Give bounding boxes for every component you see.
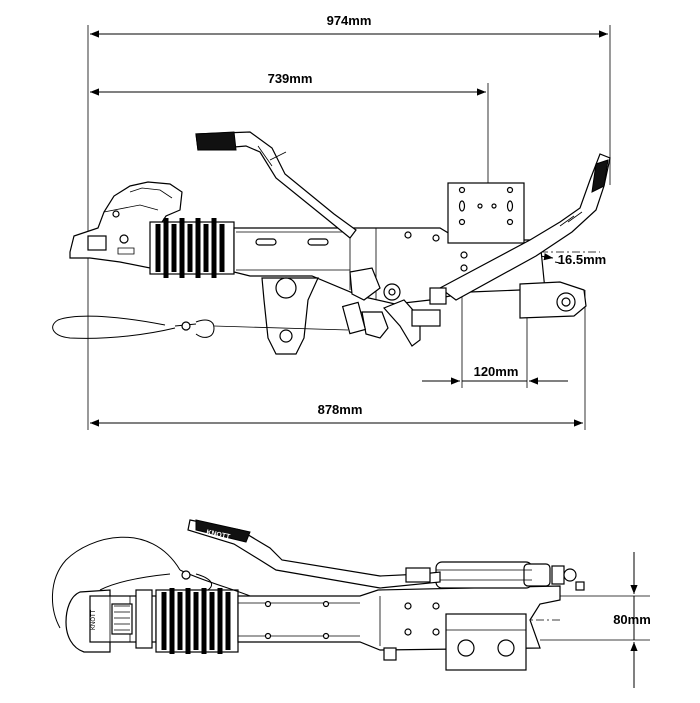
dim-overall-length-label: 974mm	[327, 13, 372, 28]
dim-side-height: 80mm	[613, 552, 651, 688]
side-bellows	[155, 588, 239, 654]
dim-base-length: 878mm	[90, 402, 583, 427]
side-breakaway-cable	[51, 536, 251, 629]
dim-base-length-label: 878mm	[318, 402, 363, 417]
dim-coupling-to-mount-label: 739mm	[268, 71, 313, 86]
side-handbrake-lever: KNOTT	[187, 519, 441, 589]
dim-mount-width: 120mm	[422, 364, 568, 385]
brake-linkage	[341, 267, 447, 347]
rear-lever	[438, 153, 611, 301]
dim-coupling-to-mount: 739mm	[90, 71, 486, 96]
dim-mount-width-label: 120mm	[474, 364, 519, 379]
dim-overall-length: 974mm	[90, 13, 608, 38]
side-view: 80mm KNOTT	[51, 519, 651, 688]
side-mounting-block	[445, 613, 527, 671]
side-logo: KNOTT	[91, 609, 97, 630]
dim-side-height-label: 80mm	[613, 612, 651, 627]
dim-lever-offset-label: 16.5mm	[558, 252, 606, 267]
handbrake-lever	[195, 131, 357, 239]
top-view: 974mm 739mm 878mm 120mm 16.5mm	[52, 13, 611, 430]
rear-eye	[519, 281, 587, 319]
mounting-plate	[447, 182, 525, 244]
support-bracket	[261, 277, 319, 355]
breakaway-cable	[52, 315, 349, 339]
side-damper	[435, 561, 585, 591]
bellows	[149, 218, 235, 278]
side-coupling-head: KNOTT	[65, 589, 157, 653]
